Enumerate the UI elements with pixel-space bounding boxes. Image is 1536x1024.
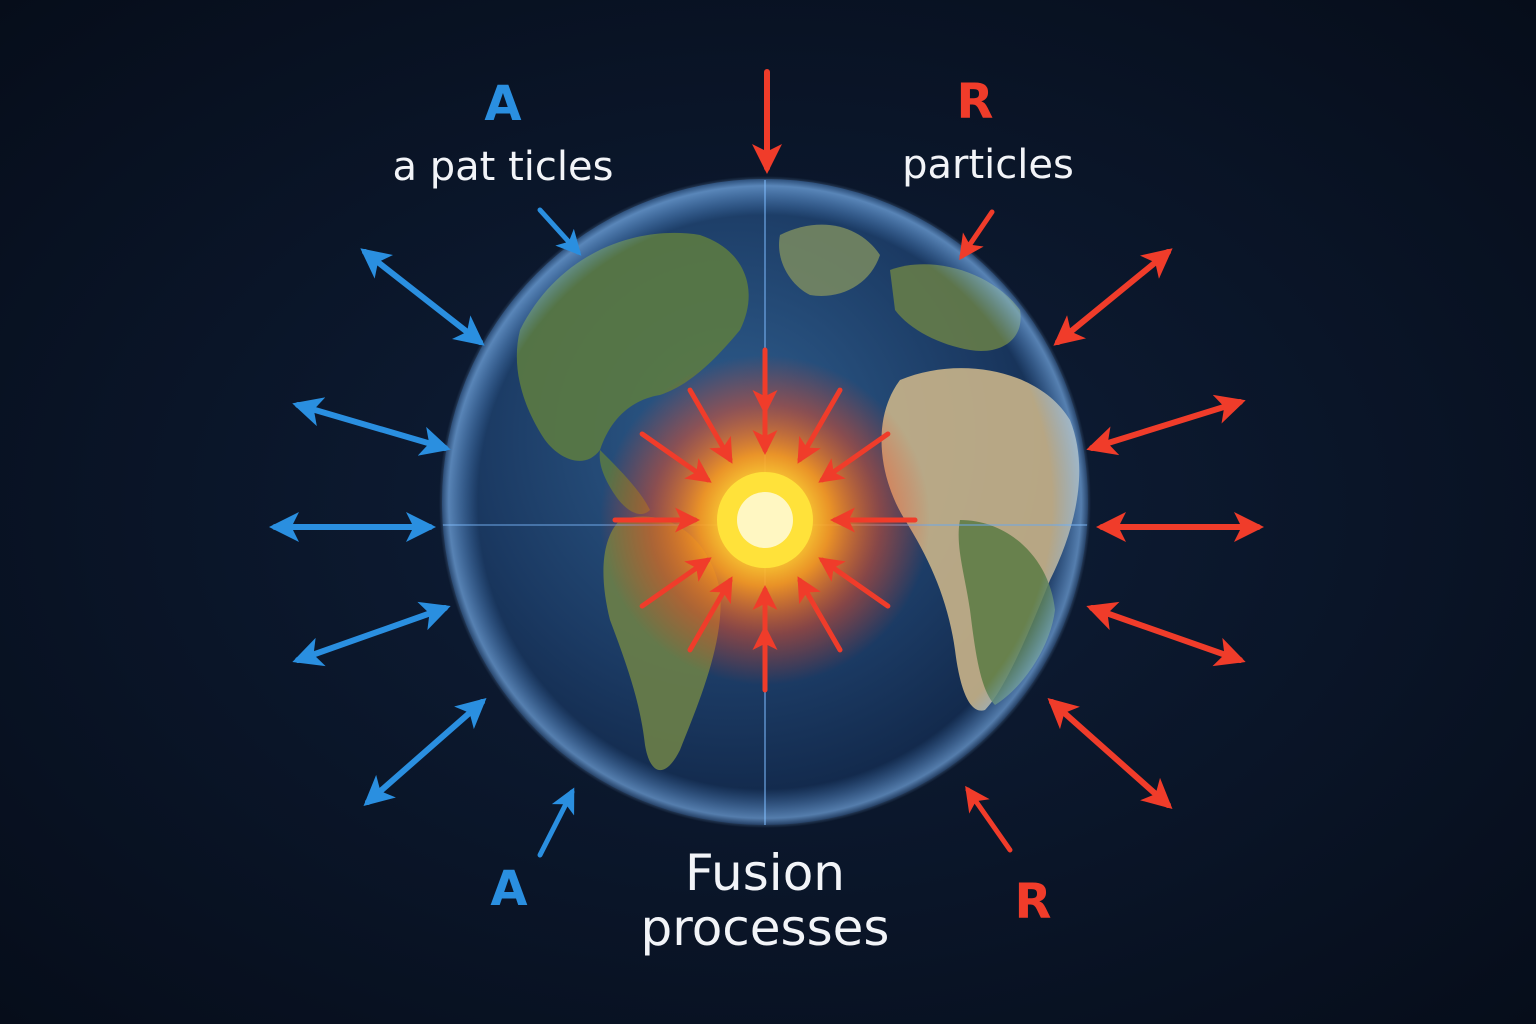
inward-arrow-8 <box>797 576 843 653</box>
right-double-arrow-1 <box>1086 394 1246 456</box>
top-left-letter: A <box>484 76 521 132</box>
inward-arrow-10 <box>687 576 733 653</box>
left-double-arrow-1 <box>292 397 451 456</box>
top-right-pointer-arrow <box>959 209 995 261</box>
inward-red-arrows <box>612 347 918 693</box>
left-double-arrow-3 <box>292 601 451 667</box>
bottom-right-pointer-arrow <box>965 785 1013 853</box>
top-left-caption: a pat ticles <box>393 144 614 190</box>
right-double-arrow-0 <box>1053 248 1173 346</box>
top-right-letter: R <box>957 74 994 130</box>
inward-arrow-11 <box>639 557 712 609</box>
inward-arrow-2 <box>818 431 891 483</box>
bottom-left-pointer-arrow <box>537 787 575 858</box>
left-double-arrow-4 <box>363 698 487 806</box>
bottom-right-letter: R <box>1015 874 1052 930</box>
inward-arrow-3 <box>687 387 733 464</box>
inward-arrow-1 <box>797 387 843 464</box>
top-right-caption: particles <box>902 142 1074 188</box>
inward-arrow-4 <box>639 431 712 483</box>
fusion-caption-line1: Fusion <box>685 844 845 902</box>
right-double-arrow-3 <box>1086 601 1246 667</box>
fusion-core-icon <box>600 355 930 685</box>
outer-arrows <box>269 69 1264 858</box>
bottom-left-letter: A <box>490 861 527 917</box>
right-double-arrow-4 <box>1047 698 1173 809</box>
inward-arrow-7 <box>818 557 891 609</box>
top-left-pointer-arrow <box>537 207 582 256</box>
fusion-caption-line2: processes <box>641 899 890 957</box>
left-double-arrow-0 <box>360 248 485 346</box>
